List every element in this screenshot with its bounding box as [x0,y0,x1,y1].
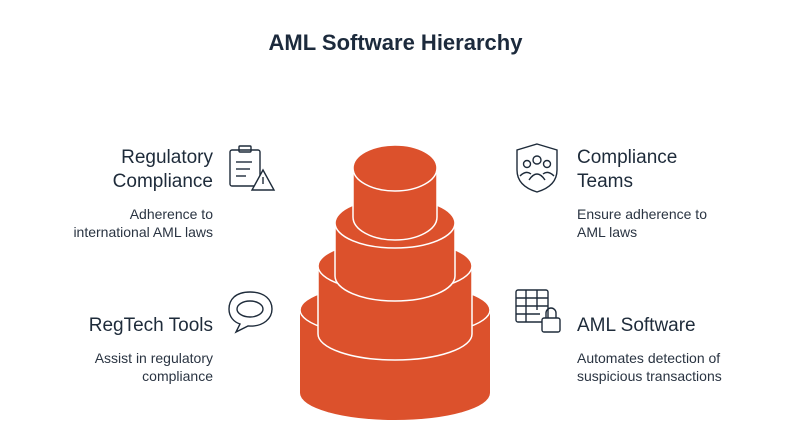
clipboard-warning-icon [229,145,276,191]
item-heading: RegTech Tools [88,315,213,336]
team-shield-icon [516,143,558,193]
item-heading: AML Software [577,315,696,336]
table-lock-icon [515,289,561,333]
speech-bubble-icon [228,291,273,334]
tier-1 [352,144,438,241]
page-title: AML Software Hierarchy [268,30,523,55]
